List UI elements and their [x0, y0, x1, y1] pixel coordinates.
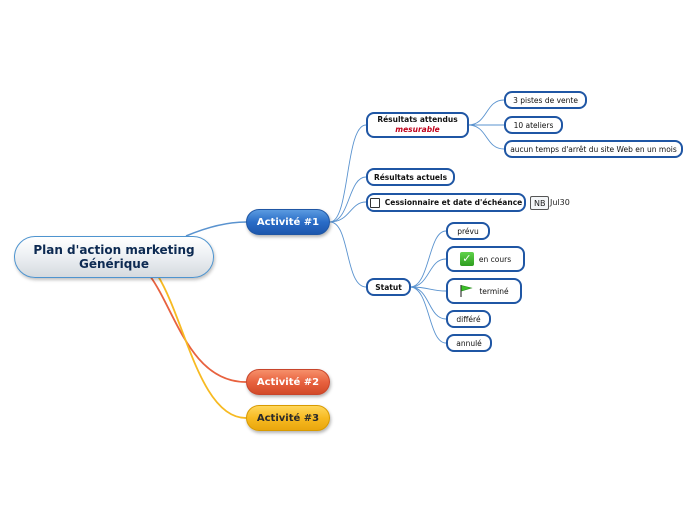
statut-differe-label: différé — [456, 314, 481, 324]
cessionnaire-topic[interactable]: Cessionnaire et date d'échéance — [366, 193, 526, 212]
mesurable-note: mesurable — [395, 125, 440, 134]
activity-1-label: Activité #1 — [256, 216, 320, 228]
date-tag-badge: NB — [530, 196, 550, 210]
checkbox-icon[interactable] — [369, 197, 380, 208]
central-topic[interactable]: Plan d'action marketing Générique — [14, 236, 214, 278]
activity-3-label: Activité #3 — [256, 412, 320, 424]
check-icon: ✓ — [459, 252, 474, 266]
statut-annule[interactable]: annulé — [446, 334, 492, 352]
subtopic-10-ateliers[interactable]: 10 ateliers — [504, 116, 563, 134]
central-topic-line-1: Plan d'action marketing — [33, 243, 195, 257]
statut-termine[interactable]: terminé — [446, 278, 522, 304]
central-topic-line-2: Générique — [79, 257, 149, 271]
activity-2-label: Activité #2 — [256, 376, 320, 388]
subtopic-3-pistes-label: 3 pistes de vente — [513, 95, 578, 105]
resultats-attendus-topic[interactable]: Résultats attendus mesurable — [366, 112, 469, 138]
statut-prevu-label: prévu — [457, 226, 479, 236]
activity-1-topic[interactable]: Activité #1 — [246, 209, 330, 235]
due-date-value: Jul30 — [550, 198, 570, 207]
statut-annule-label: annulé — [456, 338, 482, 348]
resultats-actuels-topic[interactable]: Résultats actuels — [366, 168, 455, 186]
cessionnaire-label: Cessionnaire et date d'échéance — [384, 198, 523, 207]
activity-2-topic[interactable]: Activité #2 — [246, 369, 330, 395]
statut-prevu[interactable]: prévu — [446, 222, 490, 240]
activity-3-topic[interactable]: Activité #3 — [246, 405, 330, 431]
statut-differe[interactable]: différé — [446, 310, 491, 328]
resultats-actuels-label: Résultats actuels — [373, 172, 448, 182]
statut-termine-label: terminé — [479, 286, 509, 296]
statut-label: Statut — [375, 282, 402, 292]
statut-topic[interactable]: Statut — [366, 278, 411, 296]
statut-en-cours-label: en cours — [478, 254, 512, 264]
resultats-attendus-label: Résultats attendus — [377, 115, 458, 124]
flag-icon — [460, 285, 473, 297]
subtopic-aucun-temps[interactable]: aucun temps d'arrêt du site Web en un mo… — [504, 140, 683, 158]
subtopic-3-pistes[interactable]: 3 pistes de vente — [504, 91, 587, 109]
subtopic-10-ateliers-label: 10 ateliers — [513, 120, 554, 130]
subtopic-aucun-temps-label: aucun temps d'arrêt du site Web en un mo… — [510, 144, 677, 154]
statut-en-cours[interactable]: ✓ en cours — [446, 246, 525, 272]
